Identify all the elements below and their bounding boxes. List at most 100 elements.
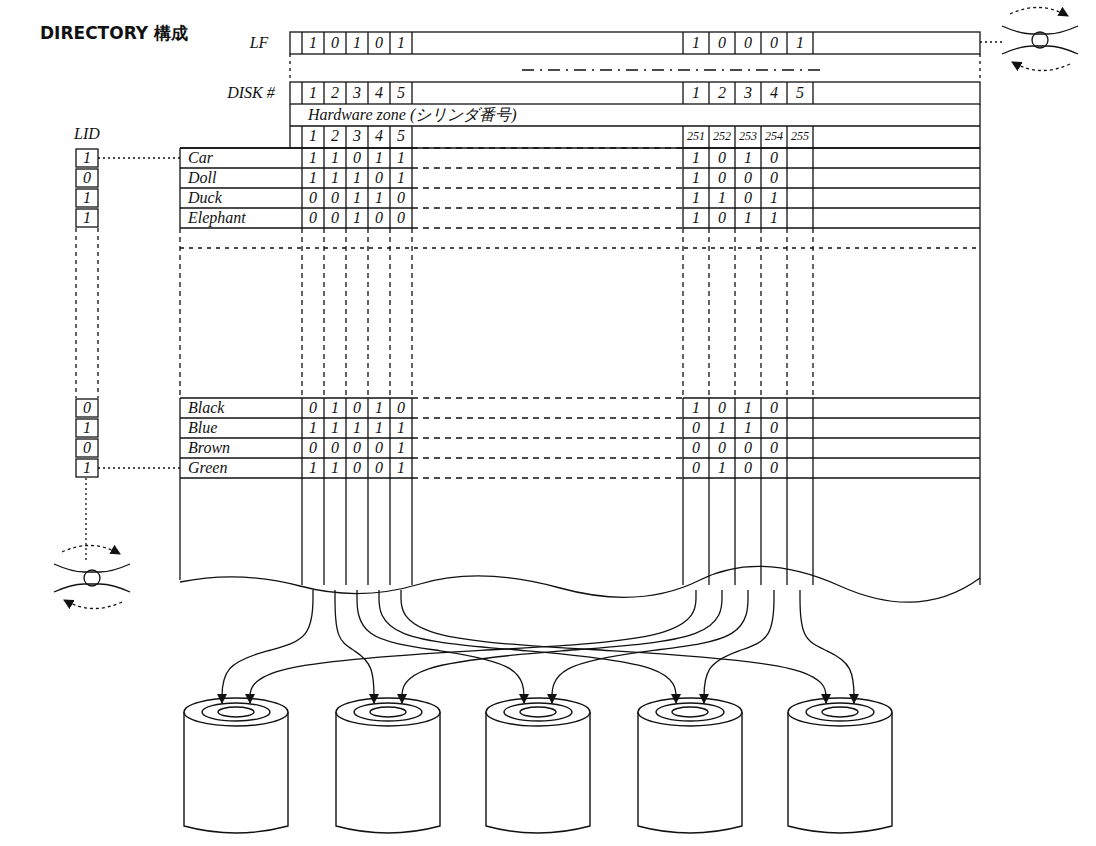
table-label: 1 — [302, 418, 324, 438]
table-label: 1 — [76, 208, 98, 228]
table-label: 5 — [390, 82, 412, 104]
grid-line — [682, 478, 683, 585]
grid-line — [180, 457, 412, 458]
grid-line — [180, 437, 412, 438]
disk-drive — [336, 698, 440, 833]
grid-line — [323, 82, 324, 104]
table-label: 0 — [324, 188, 346, 208]
grid-line — [345, 228, 346, 398]
table-label: 0 — [735, 32, 761, 54]
table-label: 1 — [390, 148, 412, 168]
grid-line — [180, 227, 412, 228]
table-label: 0 — [302, 438, 324, 458]
grid-line — [412, 187, 683, 188]
grid-line — [179, 398, 180, 580]
grid-line — [98, 157, 180, 158]
grid-line — [412, 417, 683, 418]
table-label: 1 — [761, 208, 787, 228]
grid-line — [367, 478, 368, 585]
grid-line — [760, 228, 761, 398]
grid-line — [301, 32, 302, 54]
grid-line — [345, 82, 346, 104]
table-label: 1 — [302, 126, 324, 146]
column-to-disk-arrow — [357, 590, 524, 703]
table-label: 0 — [761, 438, 787, 458]
table-label: 0 — [735, 168, 761, 188]
lid-cell — [76, 169, 98, 187]
table-label: LF — [244, 32, 274, 54]
table-label: 0 — [346, 458, 368, 478]
grid-line — [367, 126, 368, 228]
table-label: Blue — [182, 418, 302, 438]
table-label: 1 — [324, 148, 346, 168]
grid-line — [412, 227, 683, 228]
table-label: 5 — [787, 82, 813, 104]
table-label: 0 — [709, 398, 735, 418]
disk-drive — [638, 698, 742, 833]
table-label: 0 — [761, 398, 787, 418]
grid-line — [734, 32, 735, 54]
table-label: 0 — [761, 32, 787, 54]
table-label: 1 — [346, 32, 368, 54]
grid-line — [786, 126, 787, 228]
grid-line — [812, 126, 813, 228]
grid-line — [683, 457, 980, 458]
grid-line — [708, 82, 709, 104]
table-label: 2 — [709, 82, 735, 104]
table-label: 0 — [368, 168, 390, 188]
table-label: 0 — [735, 188, 761, 208]
table-label: 1 — [302, 148, 324, 168]
table-label: 1 — [76, 418, 98, 438]
grid-line — [323, 228, 324, 398]
grid-line — [683, 397, 980, 398]
table-label: 1 — [735, 208, 761, 228]
grid-line — [345, 32, 346, 54]
grid-line — [323, 126, 324, 228]
grid-line — [411, 478, 412, 585]
grid-line — [734, 126, 735, 228]
table-label: 0 — [735, 438, 761, 458]
grid-line — [301, 126, 302, 228]
table-label: 1 — [346, 208, 368, 228]
grid-line — [708, 228, 709, 398]
grid-line — [683, 417, 980, 418]
grid-line — [180, 207, 412, 208]
grid-line — [412, 167, 683, 168]
table-label: Doll — [182, 168, 302, 188]
lid-cell — [76, 419, 98, 437]
table-label: 1 — [324, 458, 346, 478]
grid-line — [179, 228, 180, 398]
table-label: 0 — [302, 208, 324, 228]
table-label: 1 — [390, 438, 412, 458]
grid-line — [682, 82, 683, 104]
column-to-disk-arrow — [379, 590, 676, 703]
table-label: 254 — [761, 126, 787, 146]
table-label: 3 — [346, 126, 368, 146]
table-label: Hardware zone (シリンダ番号) — [302, 104, 722, 126]
table-label: 1 — [302, 82, 324, 104]
table-label: 1 — [368, 398, 390, 418]
column-to-disk-arrow — [552, 590, 748, 703]
grid-line — [683, 187, 980, 188]
grid-line — [411, 126, 412, 228]
table-label: 1 — [390, 458, 412, 478]
table-label: 1 — [346, 418, 368, 438]
grid-line — [979, 148, 980, 585]
grid-line — [708, 32, 709, 54]
grid-line — [812, 82, 813, 104]
lid-cell — [76, 209, 98, 227]
grid-line — [345, 478, 346, 585]
table-label: 1 — [302, 458, 324, 478]
grid-line — [786, 32, 787, 54]
grid-line — [301, 478, 302, 585]
grid-line — [289, 54, 290, 82]
grid-line — [389, 126, 390, 228]
grid-line — [683, 227, 980, 228]
table-label: 1 — [302, 32, 324, 54]
grid-line — [323, 32, 324, 54]
grid-line — [708, 126, 709, 228]
grid-line — [301, 82, 302, 104]
grid-line — [180, 147, 412, 148]
table-label: 1 — [787, 32, 813, 54]
